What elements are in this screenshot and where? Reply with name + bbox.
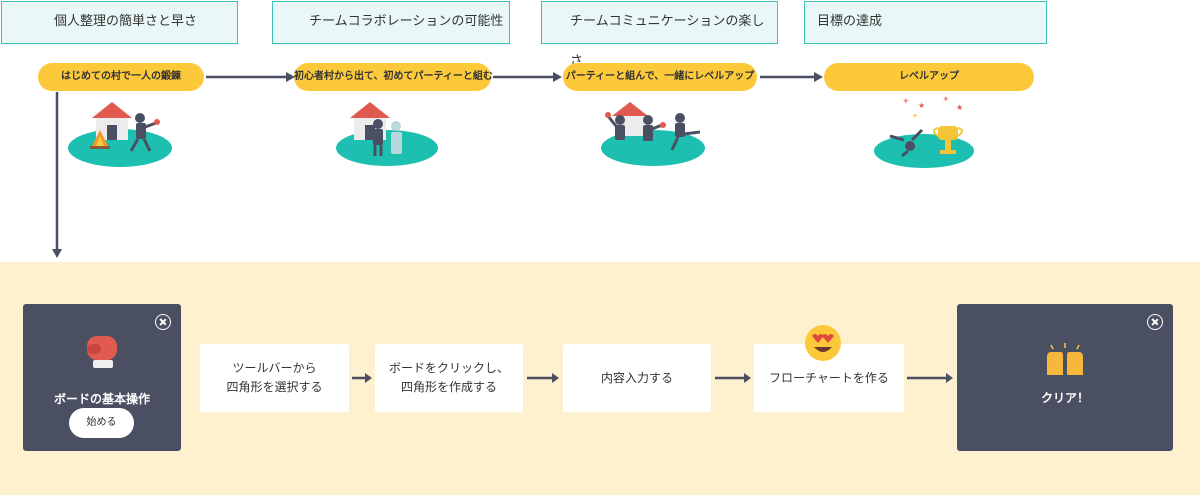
arrow-right-icon [206, 72, 295, 82]
svg-text:★: ★ [918, 101, 925, 110]
trophy-celebration-illustration: ✦ ★ ✦ ★ ✦ [874, 96, 974, 168]
stage-pill-3[interactable]: パーティーと組んで、一緒にレベルアップ [563, 63, 757, 91]
close-icon[interactable] [1147, 314, 1163, 330]
arrow-right-icon [907, 373, 953, 383]
raised-hands-icon [1047, 343, 1083, 375]
step-line: 内容入力する [600, 370, 673, 385]
leaving-village-illustration [336, 102, 438, 166]
close-icon[interactable] [155, 314, 171, 330]
stage-header-4: 目標の達成 [804, 1, 1047, 44]
stage-pill-4[interactable]: レベルアップ [824, 63, 1034, 91]
start-button[interactable]: 始める [69, 408, 134, 438]
campfire-training-illustration [68, 102, 172, 167]
arrow-right-icon [352, 373, 372, 383]
heart-eyes-face-icon [805, 325, 841, 361]
tutorial-start-title: ボードの基本操作 [53, 392, 150, 406]
step-line: ボードをクリックし、 [388, 361, 509, 375]
boxing-glove-icon [87, 336, 117, 368]
tutorial-step-3: 内容入力する [563, 344, 711, 412]
stage-pill-2[interactable]: 初心者村から出て、初めてパーティーと組む [294, 63, 493, 91]
step-line: 四角形を選択する [226, 380, 323, 394]
tutorial-clear-card: クリア！ [957, 304, 1173, 451]
svg-text:★: ★ [956, 103, 963, 112]
svg-text:✦: ✦ [902, 97, 910, 107]
svg-text:✦: ✦ [942, 96, 950, 105]
arrow-right-icon [527, 373, 559, 383]
arrow-down-icon [52, 92, 62, 258]
tutorial-step-2: ボードをクリックし、四角形を作成する [375, 344, 523, 412]
stage-header-1: 個人整理の簡単さと早さ [1, 1, 238, 44]
step-line: 四角形を作成する [400, 380, 497, 394]
tutorial-step-1: ツールバーから四角形を選択する [200, 344, 349, 412]
stage-pill-1[interactable]: はじめての村で一人の鍛錬 [38, 63, 204, 91]
tutorial-start-card: ボードの基本操作 始める [23, 304, 181, 451]
arrow-right-icon [715, 373, 751, 383]
tutorial-clear-title: クリア！ [1040, 391, 1089, 405]
step-line: ツールバーから [232, 361, 317, 375]
step-line: フローチャートを作る [769, 370, 889, 385]
stage-header-2: チームコラボレーションの可能性 [272, 1, 510, 44]
arrow-right-icon [493, 72, 562, 82]
svg-text:✦: ✦ [912, 112, 918, 120]
stage-header-3: チームコミュニケーションの楽しさ [541, 1, 778, 69]
arrow-right-icon [760, 72, 823, 82]
party-battle-illustration [601, 102, 705, 166]
